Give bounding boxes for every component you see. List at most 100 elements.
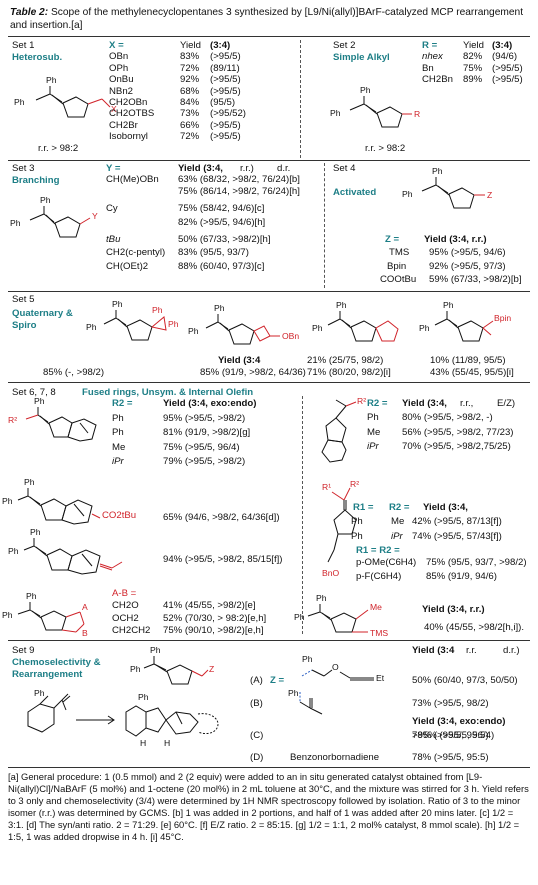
svg-text:Ph: Ph	[34, 688, 45, 698]
set5-entry-spiro-pentane-b: 71% (80/20, 98/2)[i]	[307, 367, 391, 378]
svg-text:Ph: Ph	[419, 323, 430, 333]
set2-yield: 82%	[463, 51, 483, 63]
svg-text:Ph: Ph	[188, 326, 199, 336]
set1-x-header: X =	[109, 40, 124, 51]
set8-r1-column: R1 = Ph Ph	[351, 502, 374, 542]
set1-name: Heterosub.	[12, 52, 63, 63]
set8-structure-me-tms: Ph Ph Me TMS	[294, 593, 388, 638]
set678-title: Set 6, 7, 8	[12, 387, 56, 398]
set3-value: 88% (60/40, 97/3)[c]	[178, 260, 265, 272]
set678-ab-value-column: 41% (45/55, >98/2)[e] 52% (70/30, > 98:2…	[163, 599, 266, 636]
svg-text:OBn: OBn	[282, 331, 299, 341]
svg-text:Ph: Ph	[46, 75, 57, 85]
svg-text:Et: Et	[376, 673, 385, 683]
set4-z-column: Z = TMS Bpin COOtBu	[380, 234, 416, 286]
set4-value: 95% (>95/5, 94/6)	[429, 247, 506, 259]
set8-value-column: 42% (>95/5, 87/13[f]) 74% (>95/5, 57/43[…	[412, 513, 502, 542]
rule-set5	[8, 291, 530, 292]
svg-text:Ph: Ph	[312, 323, 323, 333]
rule-footnote	[8, 767, 530, 768]
set1-x-row: CH2OBn	[109, 97, 148, 109]
set1-x-row: CH2OTBS	[109, 108, 155, 120]
set4-z-row: TMS	[389, 247, 410, 259]
svg-text:Ph: Ph	[34, 396, 45, 406]
set678-name: Fused rings, Unsym. & Internal Olefin	[82, 387, 254, 398]
set7-structure-indene: R²	[321, 396, 366, 463]
set4-name: Activated	[333, 187, 377, 198]
set8-aryl-row: p-F(C6H4)	[356, 571, 402, 583]
set1-ratio: (>95/5)	[210, 131, 241, 143]
svg-text:B: B	[82, 628, 88, 638]
set5-entry-bpin-b: 43% (55/45, 95/5)[i]	[430, 367, 514, 378]
set2-ratio-header: (3:4)	[492, 40, 513, 51]
set3-name: Branching	[12, 175, 60, 186]
set678-left-yield-header: Yield (3:4, exo:endo)	[163, 398, 257, 410]
svg-text:Ph: Ph	[40, 195, 51, 205]
set5-entry-spiro-obn: 85% (91/9, >98/2, 64/36)	[200, 367, 306, 378]
set678-left-value: 79% (>95/5, >98/2)	[163, 456, 246, 468]
set1-yield: 72%	[180, 62, 200, 74]
set2-title: Set 2	[333, 40, 356, 51]
svg-text:Ph: Ph	[2, 496, 13, 506]
set678-left-r2-row: Ph	[112, 427, 124, 439]
svg-text:Ph: Ph	[432, 166, 443, 176]
set9-z-label: Z =	[270, 675, 285, 686]
set3-title: Set 3	[12, 163, 35, 174]
set7-yield-header: Yield (3:4,	[402, 398, 447, 409]
set1-yield-column: Yield 83% 72% 92% 68% 84% 73% 66% 72%	[180, 40, 201, 143]
set1-rr: r.r. > 98:2	[38, 143, 79, 154]
svg-text:H: H	[140, 738, 146, 748]
set7-value-column: 80% (>95/5, >98/2, -) 56% (>95/5, >98/2,…	[402, 409, 513, 452]
set8-r2-row: Me	[391, 516, 405, 528]
set2-name: Simple Alkyl	[333, 52, 390, 63]
set678-structure-ester: Ph Ph	[2, 477, 101, 525]
caption-text: Scope of the methylenecyclopentanes 3 sy…	[10, 7, 524, 31]
set8-me-tms-header: Yield (3:4, r.r.)	[422, 604, 485, 615]
set8-aryl-column: p-OMe(C6H4) p-F(C6H4)	[356, 557, 416, 583]
set1-yield: 73%	[180, 108, 200, 120]
set678-left-r2-header: R2 =	[112, 398, 133, 410]
set678-ab-value: 75% (90/10, >98/2)[e,h]	[163, 625, 264, 637]
set678-structure-bicyclic: Ph Ph A B	[2, 591, 88, 638]
set1-ratio: (89/11)	[210, 62, 240, 74]
rule-set678	[8, 382, 530, 383]
set1-x-column: X = OBn OPh OnBu NBn2 CH2OBn CH2OTBS CH2…	[109, 40, 154, 143]
set678-left-r2-row: iPr	[112, 456, 124, 468]
svg-text:Bpin: Bpin	[494, 313, 511, 323]
set9-rr-header: r.r.	[466, 645, 477, 656]
svg-text:Ph: Ph	[2, 610, 13, 620]
svg-text:Ph: Ph	[112, 299, 123, 309]
set9-substituent-a: Ph O Et Ph	[288, 654, 385, 698]
set3-y-row	[106, 217, 165, 228]
svg-text:O: O	[332, 662, 339, 672]
svg-text:Ph: Ph	[443, 300, 454, 310]
set3-y-column: Y = CH(Me)OBn Cy tBu CH2(c-pentyl) CH(OE…	[106, 163, 165, 272]
set3-rr-header: r.r.)	[240, 163, 254, 174]
rule-top	[8, 36, 530, 37]
svg-text:Ph: Ph	[26, 591, 37, 601]
set9-yield-header: Yield (3:4	[412, 645, 455, 656]
set4-title: Set 4	[333, 163, 356, 174]
svg-text:Ph: Ph	[402, 189, 413, 199]
set8-aryl-value: 85% (91/9, 94/6)	[426, 571, 497, 583]
svg-text:Ph: Ph	[330, 108, 341, 118]
set1-yield: 68%	[180, 85, 200, 97]
set3-value: 75% (58/42, 94/6)[c]	[178, 203, 265, 215]
set8-value: 74% (>95/5, 57/43[f])	[412, 530, 502, 542]
set1-yield-header: Yield	[180, 40, 201, 51]
set8-value: 42% (>95/5, 87/13[f])	[412, 516, 502, 528]
set678-ester-group: CO2tBu	[102, 510, 137, 521]
set678-left-r2-column: R2 = Ph Ph Me iPr	[112, 387, 133, 467]
set9-substituent-b	[299, 692, 323, 715]
svg-text:Ph: Ph	[10, 218, 21, 228]
svg-text:Z: Z	[487, 190, 492, 200]
set2-x-row: nhex	[422, 51, 443, 63]
set8-r1-header: R1 =	[353, 502, 374, 513]
set9-value-c-text: >95% (>95/5, 96/4)	[412, 730, 495, 741]
svg-text:Ph: Ph	[294, 612, 305, 622]
svg-text:A: A	[82, 602, 88, 612]
svg-text:R¹: R¹	[322, 482, 331, 492]
svg-text:H: H	[164, 738, 170, 748]
set9-value-a: 50% (60/40, 97/3, 50/50)	[412, 675, 518, 686]
set8-yield-header: Yield (3:4,	[423, 502, 468, 513]
